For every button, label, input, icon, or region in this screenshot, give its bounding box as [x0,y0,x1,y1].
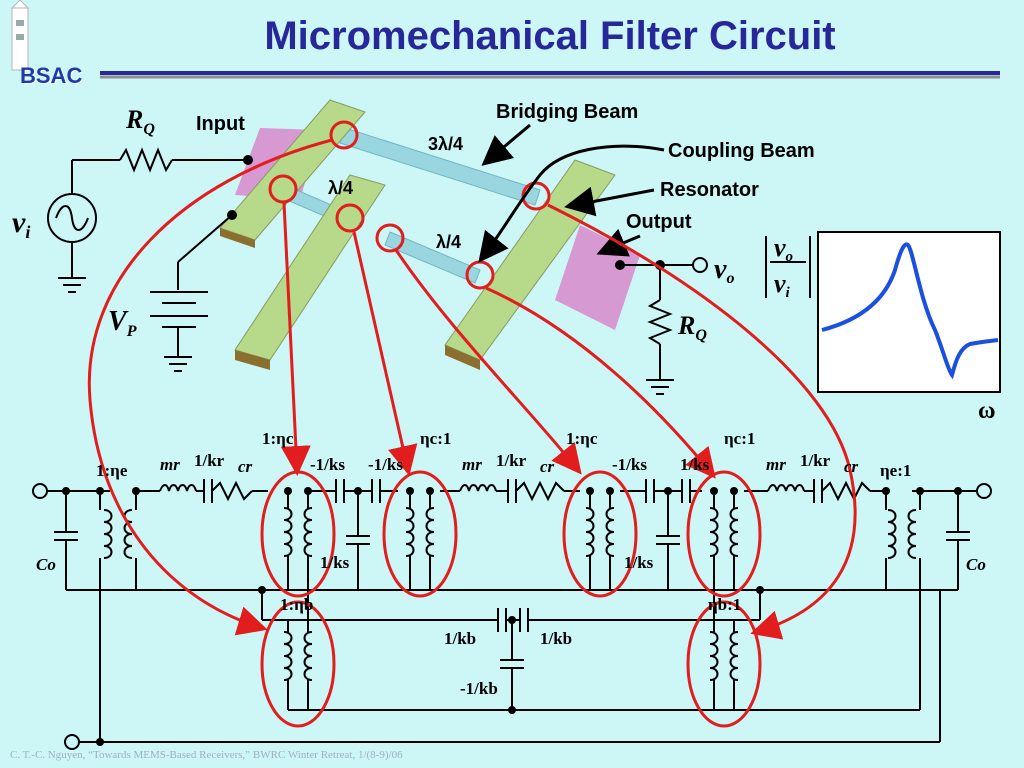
omega-label: ω [978,398,996,424]
label-co-right: Co [966,555,986,574]
label-ks-top: 1/ks [680,455,710,474]
circuit-nodes [62,487,962,746]
label-eta-e-1: ηe:1 [880,461,911,480]
logo-text: BSAC [20,63,83,88]
transformer-4 [709,491,739,620]
lambda-label-2: λ/4 [436,232,461,252]
resonator-label: Resonator [660,179,759,201]
output-label: Output [626,211,692,233]
label-mr-1: mr [160,455,180,474]
vo-label: vo [714,254,734,287]
campanile-icon [10,0,30,71]
lambda-label-1: λ/4 [328,178,353,198]
vo-terminal [692,257,708,273]
resonator-2-side [235,350,270,370]
frequency-response-plot [765,231,1001,393]
label-cr-2: cr [540,457,555,476]
label-neg-ks-2: -1/ks [368,455,403,474]
label-kr-3: 1/kr [800,451,831,470]
rq-resistor-output [647,299,673,345]
label-ks-mid-1: 1/ks [320,553,350,572]
three-lambda-label: 3λ/4 [428,134,463,154]
transformer-out [885,491,921,710]
label-1-eta-c-1: 1:ηc [262,429,294,448]
transformer-in [99,491,137,740]
transformer-3 [585,491,615,590]
label-mr-3: mr [766,455,786,474]
transformer-2 [405,491,435,590]
label-1-eta-b: 1:ηb [280,595,313,614]
label-kb-2: 1/kb [540,629,572,648]
label-eta-b-1: ηb:1 [708,595,741,614]
label-eta-c-1-b: ηc:1 [724,429,755,448]
tf-denominator: vi [774,269,791,301]
vi-label: vi [12,206,30,242]
coupling-beam-label: Coupling Beam [668,140,815,162]
label-1-eta-e: 1:ηe [96,461,128,480]
bridging-beam-label: Bridging Beam [496,101,638,123]
bsac-logo [0,0,110,100]
label-ks-mid-2: 1/ks [624,553,654,572]
rq-input-label: RQ [125,105,155,138]
tf-numerator: vo [774,233,793,265]
label-1-eta-c-2: 1:ηc [566,429,598,448]
resonator-3-side [445,345,480,370]
vp-label: VP [108,306,137,340]
rq-output-label: RQ [677,311,707,344]
circuit-highlights [260,470,762,728]
label-neg-ks-3: -1/ks [612,455,647,474]
label-neg-kb: -1/kb [460,679,498,698]
label-kb-1: 1/kb [444,629,476,648]
label-cr-1: cr [238,457,253,476]
transformer-b2 [528,590,761,710]
input-circuit [47,147,248,372]
response-curve [821,242,999,380]
label-cr-3: cr [844,457,859,476]
resonator-1-side [220,228,255,248]
label-eta-c-1-a: ηc:1 [420,429,451,448]
output-circuit [620,257,708,395]
input-label: Input [196,113,245,135]
circuit-labels: 1:ηe mr 1/kr cr 1:ηc -1/ks -1/ks ηc:1 mr… [36,429,986,698]
mapping-arrows [87,138,857,640]
label-neg-ks-1: -1/ks [310,455,345,474]
label-kr-2: 1/kr [496,451,527,470]
coupling-beam-2 [384,231,481,284]
rq-resistor-input [119,147,173,173]
footer-citation: C. T.-C. Nguyen, “Towards MEMS-Based Rec… [10,749,403,761]
label-mr-2: mr [462,455,482,474]
label-kr-1: 1/kr [194,451,225,470]
label-co-left: Co [36,555,56,574]
page-title: Micromechanical Filter Circuit [264,14,836,58]
